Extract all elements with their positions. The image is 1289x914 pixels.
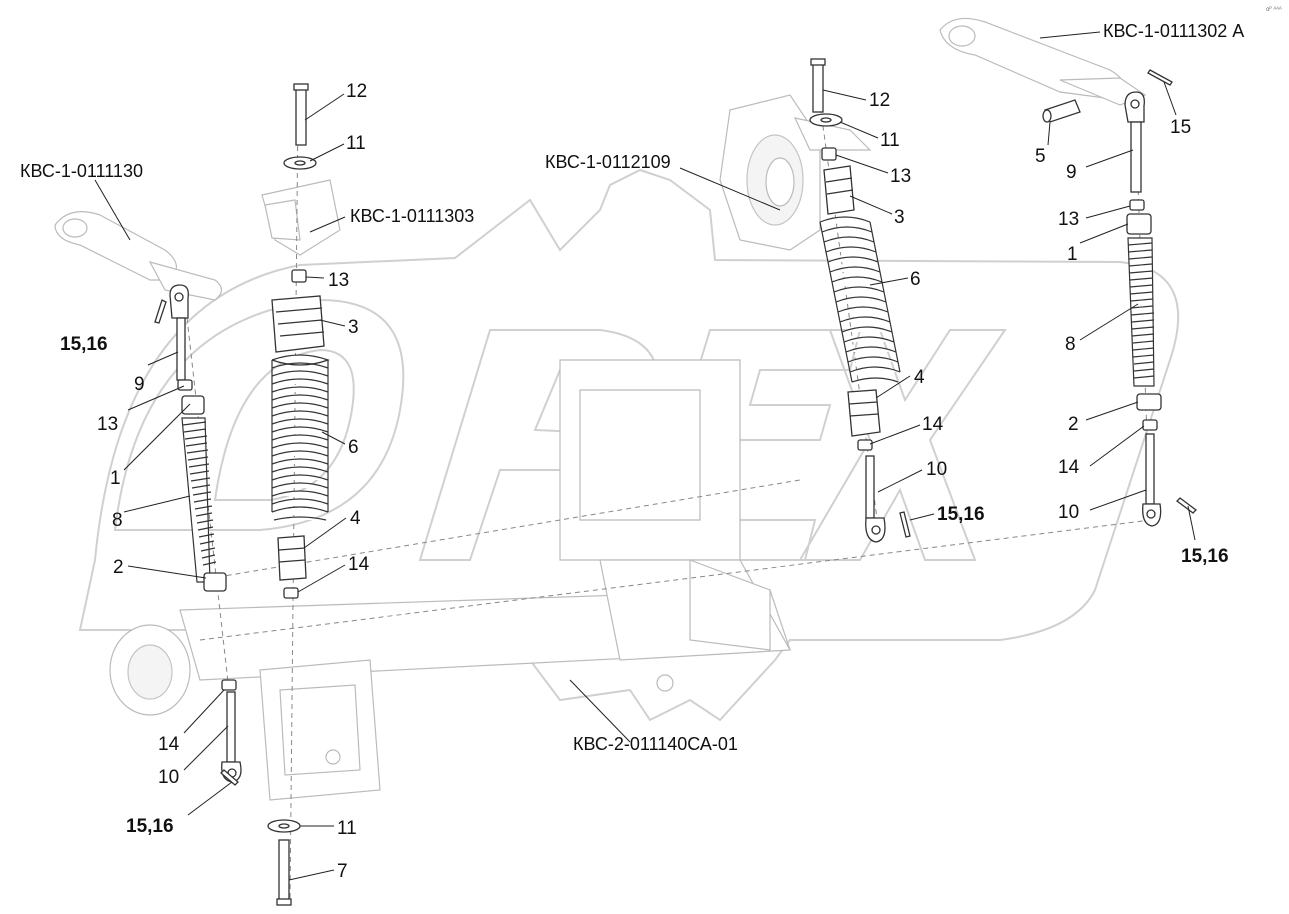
label-15-right: 15 xyxy=(1170,117,1191,138)
label-1-left: 1 xyxy=(110,468,121,489)
label-4-left: 4 xyxy=(350,508,361,529)
label-11-left-top: 11 xyxy=(346,133,366,154)
corner-mark: oᴾ ᴬᴬᴬ xyxy=(1266,5,1282,13)
label-14-right: 14 xyxy=(1058,457,1080,478)
left-coil-assembly xyxy=(267,83,330,906)
label-13-left-coil: 13 xyxy=(328,270,349,291)
right-arm-part xyxy=(939,17,1147,106)
left-arm-part xyxy=(54,211,223,301)
label-14-left: 14 xyxy=(158,734,180,755)
label-2-left: 2 xyxy=(113,557,124,578)
label-15-16-top-left: 15,16 xyxy=(60,334,108,355)
right-coil-spring xyxy=(819,216,901,383)
label-2-right: 2 xyxy=(1068,414,1079,435)
left-coil-spring xyxy=(271,354,330,521)
label-7: 7 xyxy=(337,861,348,882)
leader-lines xyxy=(94,31,1196,881)
label-15-16-right-coil: 15,16 xyxy=(937,504,985,525)
ref-left-bracket: КВС-1-0111303 xyxy=(350,206,474,226)
label-11-left-bottom: 11 xyxy=(337,818,357,839)
label-6-left: 6 xyxy=(348,437,359,458)
label-8-right: 8 xyxy=(1065,334,1076,355)
ref-left-arm: КВС-1-0111130 xyxy=(20,161,143,181)
label-1-right: 1 xyxy=(1067,244,1078,265)
right-coil-assembly xyxy=(809,58,911,543)
label-10-right: 10 xyxy=(1058,502,1079,523)
ref-right-arm: КВС-1-0111302 А xyxy=(1103,21,1244,41)
label-6-right: 6 xyxy=(910,269,921,290)
label-10-right-coil: 10 xyxy=(926,459,947,480)
label-12-left: 12 xyxy=(346,81,367,102)
left-spring-assembly xyxy=(154,284,242,786)
center-hub-part xyxy=(719,94,872,251)
label-3-right: 3 xyxy=(894,207,905,228)
label-15-16-right: 15,16 xyxy=(1181,546,1229,567)
left-bracket-part xyxy=(261,179,341,256)
right-bellows xyxy=(1127,237,1155,387)
label-14-right-coil: 14 xyxy=(922,414,944,435)
label-9-right: 9 xyxy=(1066,162,1077,183)
right-spring-assembly xyxy=(1042,69,1197,527)
label-13-right-coil: 13 xyxy=(890,166,911,187)
label-13-right: 13 xyxy=(1058,209,1079,230)
ref-center-hub: КВС-1-0112109 xyxy=(545,152,671,172)
label-15-16-bottom-left: 15,16 xyxy=(126,816,174,837)
left-bellows xyxy=(181,417,217,583)
label-13-left: 13 xyxy=(97,414,118,435)
label-11-right: 11 xyxy=(880,130,900,151)
axle-housing xyxy=(109,359,1151,801)
label-12-right: 12 xyxy=(869,90,890,111)
label-3-left: 3 xyxy=(348,317,359,338)
label-8-left: 8 xyxy=(112,510,123,531)
label-5: 5 xyxy=(1035,146,1046,167)
ref-axle: КВС-2-011140СА-01 xyxy=(573,734,738,754)
labels: oᴾ ᴬᴬᴬ КВС-1-0111130 КВС-1-0111303 КВС-1… xyxy=(20,5,1282,882)
label-14-left-coil: 14 xyxy=(348,554,370,575)
label-10-left: 10 xyxy=(158,767,179,788)
label-4-right: 4 xyxy=(914,367,925,388)
label-9-left: 9 xyxy=(134,374,145,395)
